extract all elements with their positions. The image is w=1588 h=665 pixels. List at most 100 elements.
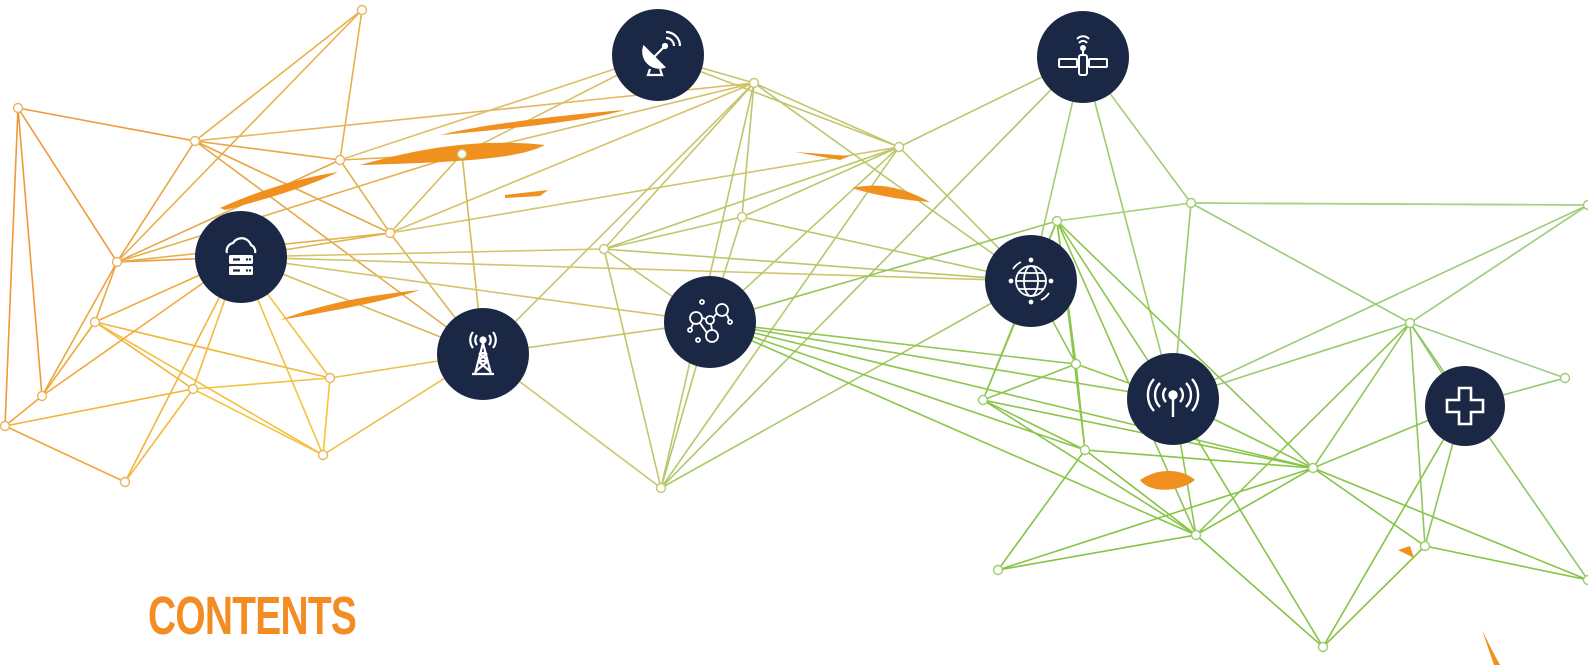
network-edge	[389, 146, 900, 234]
network-edge	[17, 107, 196, 142]
network-edge	[1424, 545, 1588, 581]
network-edge	[1312, 467, 1588, 581]
network-edge	[1312, 322, 1411, 469]
network-edge	[982, 399, 1197, 536]
network-node	[0, 420, 11, 432]
network-edge	[603, 216, 743, 250]
network-edge	[1409, 322, 1588, 581]
network-edge	[660, 146, 900, 489]
network-edge	[1322, 545, 1426, 648]
contents-heading: CONTENTS	[148, 586, 357, 646]
globe-network-icon	[985, 235, 1077, 327]
network-node	[1582, 199, 1588, 211]
network-node	[1582, 574, 1588, 586]
network-edge	[239, 256, 1032, 282]
network-edge	[339, 54, 658, 161]
network-edge	[603, 248, 662, 489]
network-edge	[708, 220, 1058, 323]
network-node	[356, 4, 368, 16]
orange-brush-stroke	[280, 290, 420, 320]
network-node	[1079, 444, 1091, 456]
network-node	[1559, 372, 1571, 384]
network-node	[1404, 317, 1416, 329]
wireless-antenna-icon	[1127, 353, 1219, 445]
orange-brush-stroke	[852, 185, 930, 202]
network-node	[977, 394, 989, 406]
orange-brush-stroke	[360, 142, 545, 165]
network-edge	[741, 146, 900, 218]
network-node	[748, 77, 760, 89]
network-edge	[1312, 467, 1426, 547]
satellite-icon	[1037, 11, 1129, 103]
network-edge	[4, 395, 43, 427]
network-edge	[660, 280, 1032, 489]
network-edge	[194, 140, 341, 161]
network-edge	[17, 107, 43, 397]
network-edge	[603, 146, 900, 250]
network-edge	[1409, 204, 1588, 324]
network-edge	[1195, 467, 1314, 536]
network-edge	[116, 153, 463, 263]
network-node	[317, 449, 329, 461]
network-edge	[1409, 322, 1426, 547]
network-edge	[1172, 398, 1324, 648]
network-edge	[94, 261, 118, 323]
network-node	[1051, 215, 1063, 227]
network-node	[736, 211, 748, 223]
network-edge	[603, 82, 755, 250]
network-node	[1317, 641, 1329, 653]
orange-brush-stroke	[220, 172, 338, 210]
network-node	[324, 372, 336, 384]
network-edge	[708, 321, 1174, 400]
network-edge	[1172, 204, 1588, 400]
network-edge	[192, 388, 324, 456]
network-node	[89, 316, 101, 328]
network-edge	[4, 107, 19, 427]
network-edge	[1084, 449, 1197, 536]
network-edge	[4, 425, 126, 483]
network-edge	[603, 248, 1032, 282]
network-node	[598, 243, 610, 255]
network-edge	[982, 363, 1077, 401]
network-node	[456, 148, 468, 160]
network-edge	[997, 534, 1197, 571]
network-edge	[322, 377, 331, 456]
orange-brush-stroke	[1398, 546, 1414, 558]
network-node	[655, 482, 667, 494]
orange-brush-stroke	[1482, 630, 1500, 665]
network-edge	[389, 82, 755, 234]
satellite-dish-icon	[612, 9, 704, 101]
network-edge	[339, 9, 363, 161]
radio-tower-icon	[437, 308, 529, 400]
network-node	[12, 102, 24, 114]
network-edge	[1409, 322, 1566, 379]
network-edge	[708, 321, 1314, 469]
network-node	[1185, 197, 1197, 209]
network-node	[111, 256, 123, 268]
network-edge	[1056, 202, 1192, 222]
network-edge	[41, 321, 96, 397]
network-node	[992, 564, 1004, 576]
network-edge	[1056, 220, 1314, 469]
network-edge	[741, 82, 755, 218]
network-edge	[116, 140, 196, 263]
network-edge	[17, 107, 118, 263]
network-edge	[461, 82, 755, 155]
network-node	[1190, 529, 1202, 541]
network-edge	[389, 153, 463, 234]
people-network-icon	[664, 276, 756, 368]
orange-brush-stroke	[795, 152, 850, 160]
network-node	[334, 154, 346, 166]
network-node	[1070, 358, 1082, 370]
network-edge	[708, 321, 1197, 536]
network-edge	[194, 140, 484, 355]
network-node	[187, 383, 199, 395]
network-edge	[482, 82, 755, 355]
network-edge	[997, 449, 1086, 571]
network-edge	[192, 377, 331, 390]
network-node	[893, 141, 905, 153]
network-node	[1419, 540, 1431, 552]
network-edge	[1322, 405, 1464, 648]
medical-cross-icon	[1425, 366, 1505, 446]
network-edge	[239, 256, 710, 323]
